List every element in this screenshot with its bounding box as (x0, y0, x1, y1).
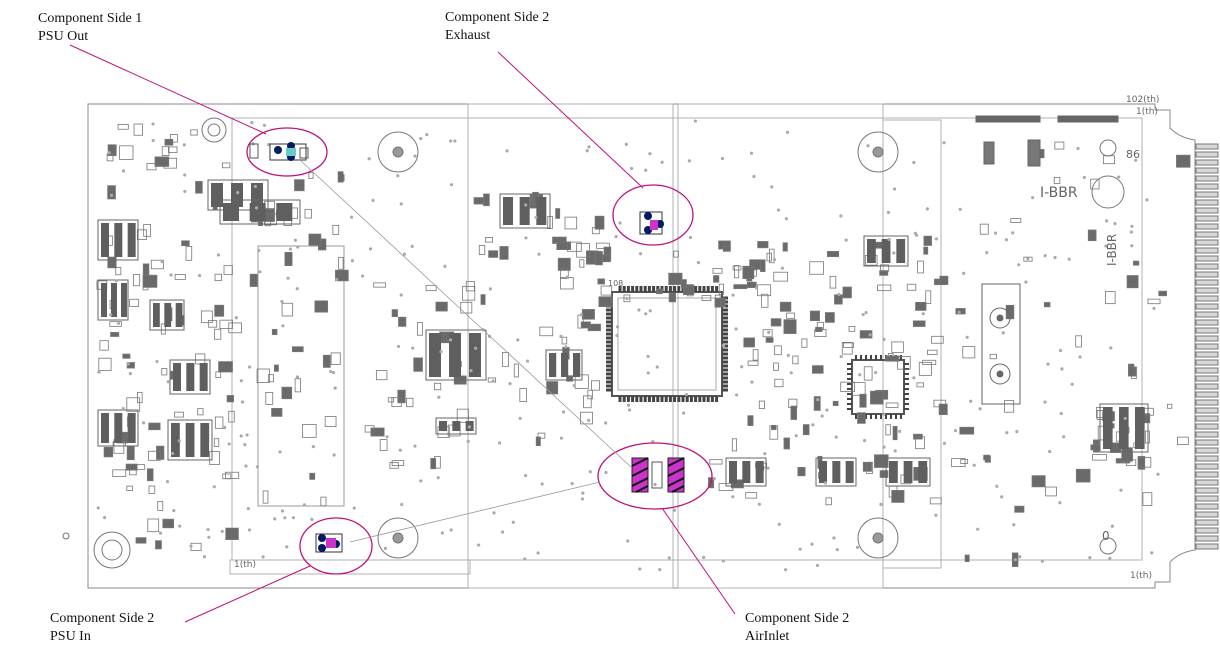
silk-ref-1th-top: 1(th) (1136, 107, 1158, 117)
callout-air-inlet-side: Component Side 2 (745, 611, 850, 626)
board-outline (87, 103, 1196, 589)
silk-ref-108: 108 (608, 279, 623, 288)
sensor-psu-out (249, 142, 309, 161)
silk-ref-102: 102(th) (1126, 95, 1159, 105)
leader-lines (69, 44, 736, 623)
callout-exhaust: Component Side 2 Exhaust (445, 9, 549, 45)
sensor-psu-in (315, 533, 343, 553)
main-ic (606, 286, 728, 402)
switches (975, 115, 1119, 405)
sensor-exhaust (639, 211, 664, 235)
ellipse-psu-out (246, 127, 328, 177)
leader-psu-out (69, 44, 267, 135)
silk-ref-1th-left: 1(th) (234, 560, 256, 570)
callout-exhaust-sensor: Exhaust (445, 28, 491, 43)
silk-bbr-vertical: I-BBR (1105, 234, 1119, 266)
leader-exhaust (497, 51, 644, 189)
silk-bbr-horizontal: I-BBR (1040, 185, 1078, 201)
callout-psu-in-side: Component Side 2 (50, 611, 155, 626)
component-footprints (96, 123, 1191, 567)
callout-psu-out: Component Side 1 PSU Out (38, 10, 142, 46)
highlight-ellipses (246, 127, 713, 575)
callout-psu-out-side: Component Side 1 (38, 11, 143, 26)
qfn-ic (847, 355, 909, 419)
ellipse-psu-in (299, 517, 373, 575)
silk-ref-86: 86 (1126, 148, 1140, 161)
silk-ref-0: 0 (1102, 529, 1110, 543)
callout-psu-out-sensor: PSU Out (38, 29, 89, 44)
silk-ref-1th-bottom: 1(th) (1130, 571, 1152, 581)
sensor-air-inlet (631, 457, 685, 493)
edge-connector (1195, 143, 1219, 550)
callout-psu-in-sensor: PSU In (50, 629, 91, 644)
ellipse-exhaust (612, 184, 694, 246)
callout-exhaust-side: Component Side 2 (445, 10, 550, 25)
ellipse-air-inlet (597, 442, 713, 510)
leader-psu-in (184, 565, 311, 623)
airflow-lines (299, 159, 633, 543)
callout-air-inlet: Component Side 2 AirInlet (745, 610, 849, 646)
callout-psu-in: Component Side 2 PSU In (50, 610, 154, 646)
callout-air-inlet-sensor: AirInlet (745, 629, 790, 644)
silkscreen-labels: I-BBR I-BBR 86 102(th) 1(th) 1(th) 1(th)… (234, 95, 1159, 581)
via-dots (96, 119, 1160, 572)
mounting-holes (62, 117, 1125, 569)
leader-air-inlet (661, 507, 736, 615)
